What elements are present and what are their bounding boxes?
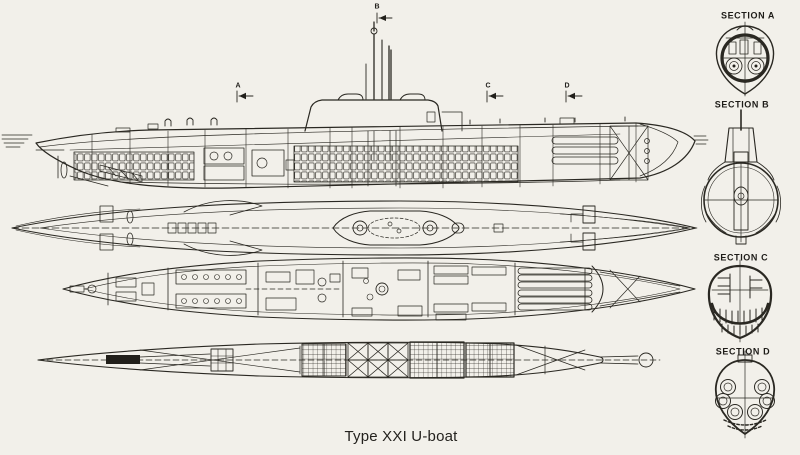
section-a-label: SECTION A	[720, 10, 776, 21]
section-marker-letter-b: B	[374, 3, 380, 11]
section-b-label: SECTION B	[714, 99, 770, 110]
drawing-caption: Type XXI U-boat	[344, 428, 458, 445]
interior-plan-view	[62, 257, 696, 321]
section-d-label: SECTION D	[715, 346, 771, 357]
section-c-cross-section	[707, 259, 773, 343]
section-b-cross-section	[700, 109, 782, 245]
section-d-cross-section	[715, 350, 775, 439]
battery-deck-plan-view	[37, 341, 661, 379]
side-elevation-view	[1, 21, 709, 189]
section-marker-arrows	[236, 12, 583, 103]
section-marker-letter-c: C	[485, 82, 491, 90]
top-plan-view	[11, 200, 698, 256]
section-marker-letter-a: A	[235, 82, 241, 90]
section-a-cross-section	[715, 21, 775, 97]
section-c-label: SECTION C	[713, 252, 769, 263]
section-marker-letter-d: D	[564, 82, 570, 90]
